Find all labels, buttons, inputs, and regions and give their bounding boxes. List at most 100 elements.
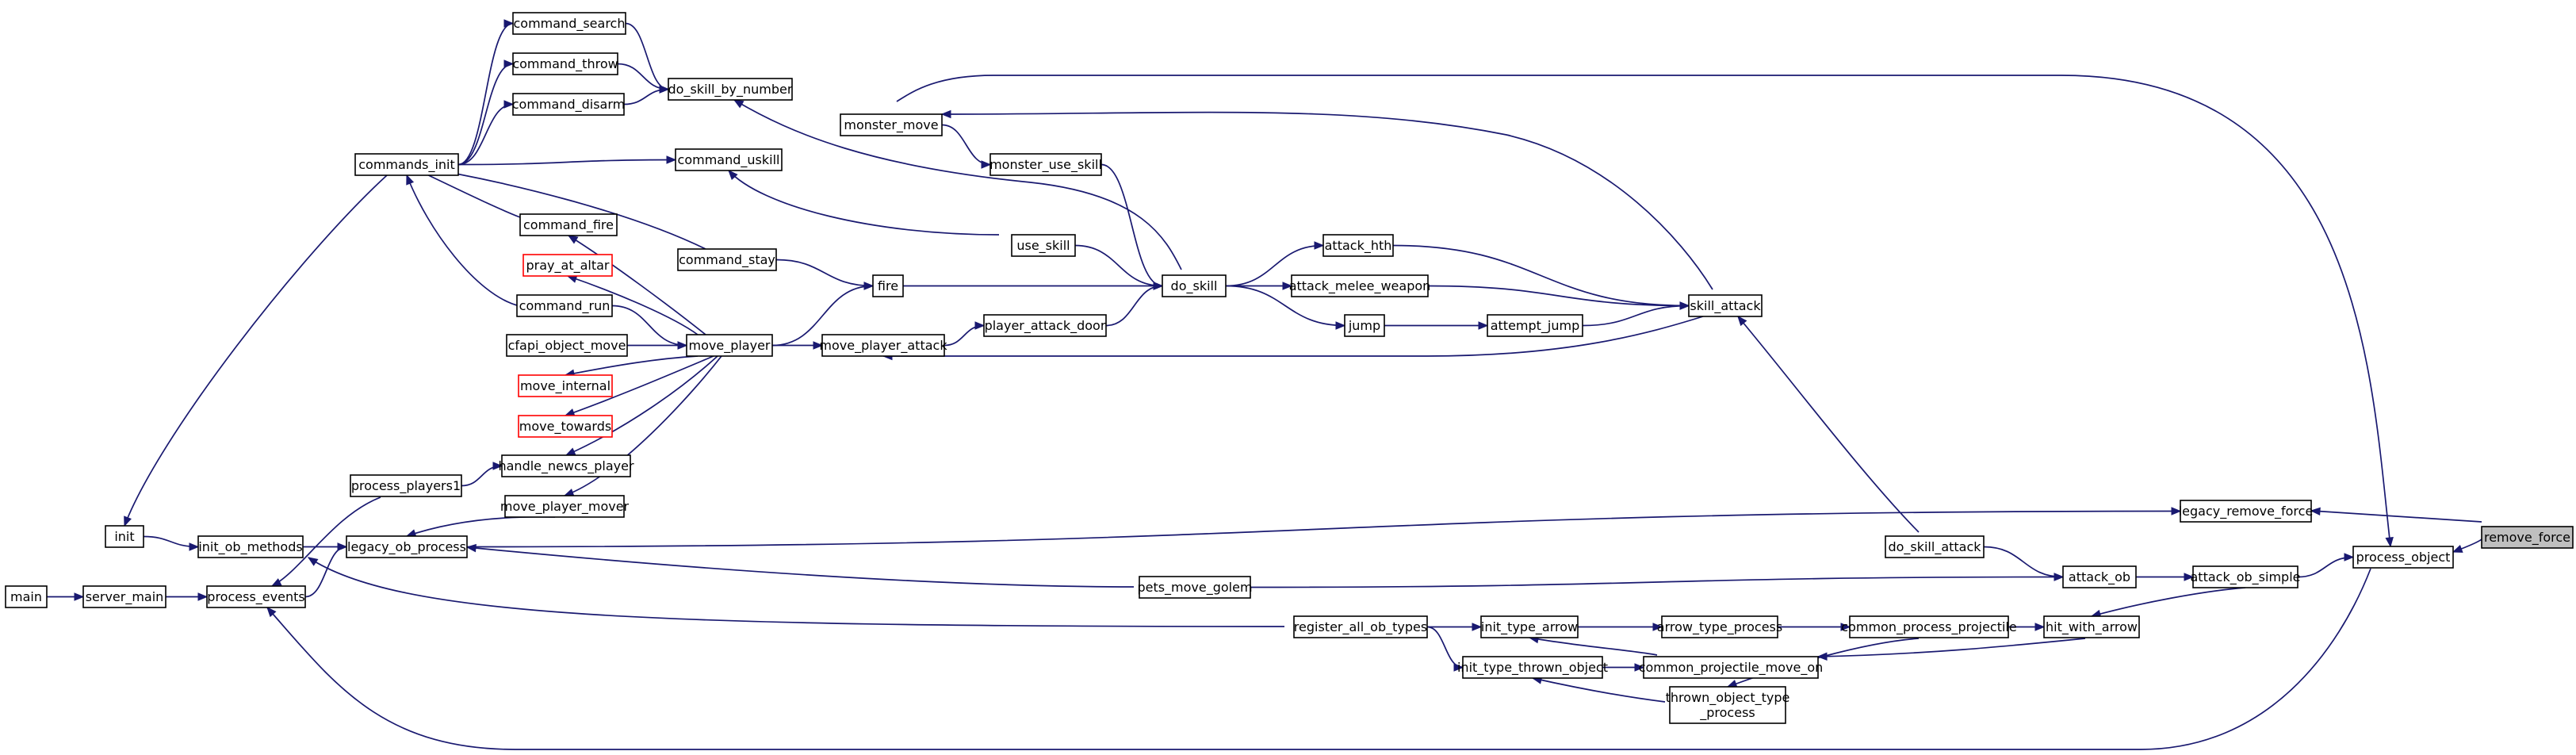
edge-arrowhead (189, 542, 200, 551)
node-box (512, 93, 625, 116)
node-attack_hth[interactable]: attack_hth (1322, 234, 1394, 257)
node-label: init_type_arrow (1481, 619, 1578, 635)
node-thrown_object_type_process[interactable]: thrown_object_type_process (1666, 686, 1790, 724)
node-label: legacy_remove_force (2179, 504, 2314, 519)
node-move_internal[interactable]: move_internal (518, 374, 613, 397)
edge-process_events-to-legacy_ob_process (304, 542, 348, 598)
node-move_player_attack[interactable]: move_player_attack (819, 334, 947, 357)
node-process_object[interactable]: process_object (2352, 546, 2454, 569)
node-box (1011, 234, 1076, 257)
node-attempt_jump[interactable]: attempt_jump (1487, 314, 1583, 337)
node-attack_ob[interactable]: attack_ob (2062, 565, 2137, 588)
node-monster_move[interactable]: monster_move (840, 113, 943, 136)
node-label: handle_newcs_player (498, 458, 633, 474)
node-command_run[interactable]: command_run (516, 294, 613, 317)
node-box (1688, 294, 1763, 317)
edge-arrowhead (197, 592, 209, 601)
node-label: move_player_mover (500, 499, 630, 515)
node-label: process_object (2356, 550, 2451, 565)
node-box (686, 334, 773, 357)
edge-arrowhead (503, 59, 515, 68)
node-attack_melee_weapon[interactable]: attack_melee_weapon (1289, 274, 1431, 297)
node-handle_newcs_player[interactable]: handle_newcs_player (498, 454, 634, 477)
edge-arrowhead (2310, 507, 2321, 516)
node-remove_force[interactable]: remove_force (2481, 526, 2574, 549)
node-player_attack_door[interactable]: player_attack_door (983, 314, 1107, 337)
edge-commands_init-to-command_run (406, 174, 518, 306)
edge-do_skill-to-attack_hth (1225, 241, 1325, 287)
node-move_player[interactable]: move_player (686, 334, 773, 357)
edge-arrowhead (863, 282, 875, 290)
node-box (512, 52, 618, 75)
node-legacy_remove_force[interactable]: legacy_remove_force (2179, 500, 2314, 523)
node-command_disarm[interactable]: command_disarm (512, 93, 625, 116)
node-label: move_player (689, 338, 771, 354)
node-box (668, 78, 793, 101)
edge-line (466, 546, 1135, 588)
node-command_fire[interactable]: command_fire (519, 213, 618, 236)
node-cfapi_object_move[interactable]: cfapi_object_move (506, 334, 628, 357)
node-box (501, 454, 631, 477)
edge-register_all_ob_types-to-init_type_arrow (1427, 623, 1483, 631)
edge-do_skill-to-jump (1225, 285, 1346, 330)
node-init[interactable]: init (105, 525, 144, 548)
edge-attempt_jump-to-skill_attack (1582, 301, 1690, 327)
node-monster_use_skill[interactable]: monster_use_skill (989, 153, 1102, 176)
edge-init_ob_methods-to-register_all_ob_types (307, 557, 1285, 627)
node-label: common_projectile_move_on (1639, 660, 1824, 676)
node-common_process_projectile[interactable]: common_process_projectile (1841, 615, 2017, 638)
node-box (82, 585, 167, 608)
node-move_player_mover[interactable]: move_player_mover (500, 495, 630, 518)
node-pets_move_golem[interactable]: pets_move_golem (1137, 576, 1253, 599)
node-box (2180, 500, 2312, 523)
node-register_all_ob_types[interactable]: register_all_ob_types (1293, 615, 1428, 638)
node-label: legacy_ob_process (347, 539, 466, 555)
node-do_skill_attack[interactable]: do_skill_attack (1885, 535, 1985, 558)
edge-line (461, 465, 503, 487)
node-commands_init[interactable]: commands_init (354, 153, 459, 176)
node-do_skill[interactable]: do_skill (1162, 274, 1227, 297)
edge-command_uskill-to-use_skill (728, 170, 1000, 236)
node-label: command_fire (523, 217, 614, 233)
node-box (346, 535, 468, 558)
edge-arrowhead (563, 489, 575, 496)
node-command_stay[interactable]: command_stay (677, 248, 777, 271)
node-arrow_type_process[interactable]: arrow_type_process (1657, 615, 1782, 638)
edge-line (565, 355, 718, 456)
node-main[interactable]: main (5, 585, 48, 608)
node-box (504, 495, 625, 518)
node-init_type_arrow[interactable]: init_type_arrow (1480, 615, 1579, 638)
node-use_skill[interactable]: use_skill (1011, 234, 1076, 257)
node-jump[interactable]: jump (1344, 314, 1385, 337)
edge-line (733, 99, 1182, 270)
edge-arrowhead (974, 321, 986, 330)
node-fire[interactable]: fire (872, 274, 904, 297)
node-box (1462, 656, 1603, 679)
node-process_players1[interactable]: process_players1 (350, 474, 462, 497)
edge-arrowhead (492, 462, 503, 470)
node-command_throw[interactable]: command_throw (512, 52, 618, 75)
node-process_events[interactable]: process_events (206, 585, 306, 608)
node-init_type_thrown_object[interactable]: init_type_thrown_object (1457, 656, 1608, 679)
node-command_search[interactable]: command_search (512, 12, 626, 35)
node-do_skill_by_number[interactable]: do_skill_by_number (668, 78, 793, 101)
node-init_ob_methods[interactable]: init_ob_methods (197, 535, 304, 558)
edge-line (406, 515, 556, 537)
node-pray_at_altar[interactable]: pray_at_altar (522, 254, 613, 277)
node-server_main[interactable]: server_main (82, 585, 167, 608)
node-box (1139, 576, 1251, 599)
edge-line (457, 63, 514, 166)
node-move_towards[interactable]: move_towards (518, 415, 613, 438)
node-command_uskill[interactable]: command_uskill (675, 148, 783, 171)
node-hit_with_arrow[interactable]: hit_with_arrow (2043, 615, 2140, 638)
edge-arrowhead (1652, 623, 1663, 631)
node-common_projectile_move_on[interactable]: common_projectile_move_on (1639, 656, 1824, 679)
node-skill_attack[interactable]: skill_attack (1688, 294, 1763, 317)
edge-command_fire-to-move_player (567, 235, 706, 335)
node-legacy_ob_process[interactable]: legacy_ob_process (346, 535, 468, 558)
node-box (2481, 526, 2574, 549)
edge-line (941, 124, 991, 166)
edge-arrowhead (2054, 573, 2065, 581)
edge-line (771, 285, 874, 347)
node-attack_ob_simple[interactable]: attack_ob_simple (2191, 565, 2301, 588)
